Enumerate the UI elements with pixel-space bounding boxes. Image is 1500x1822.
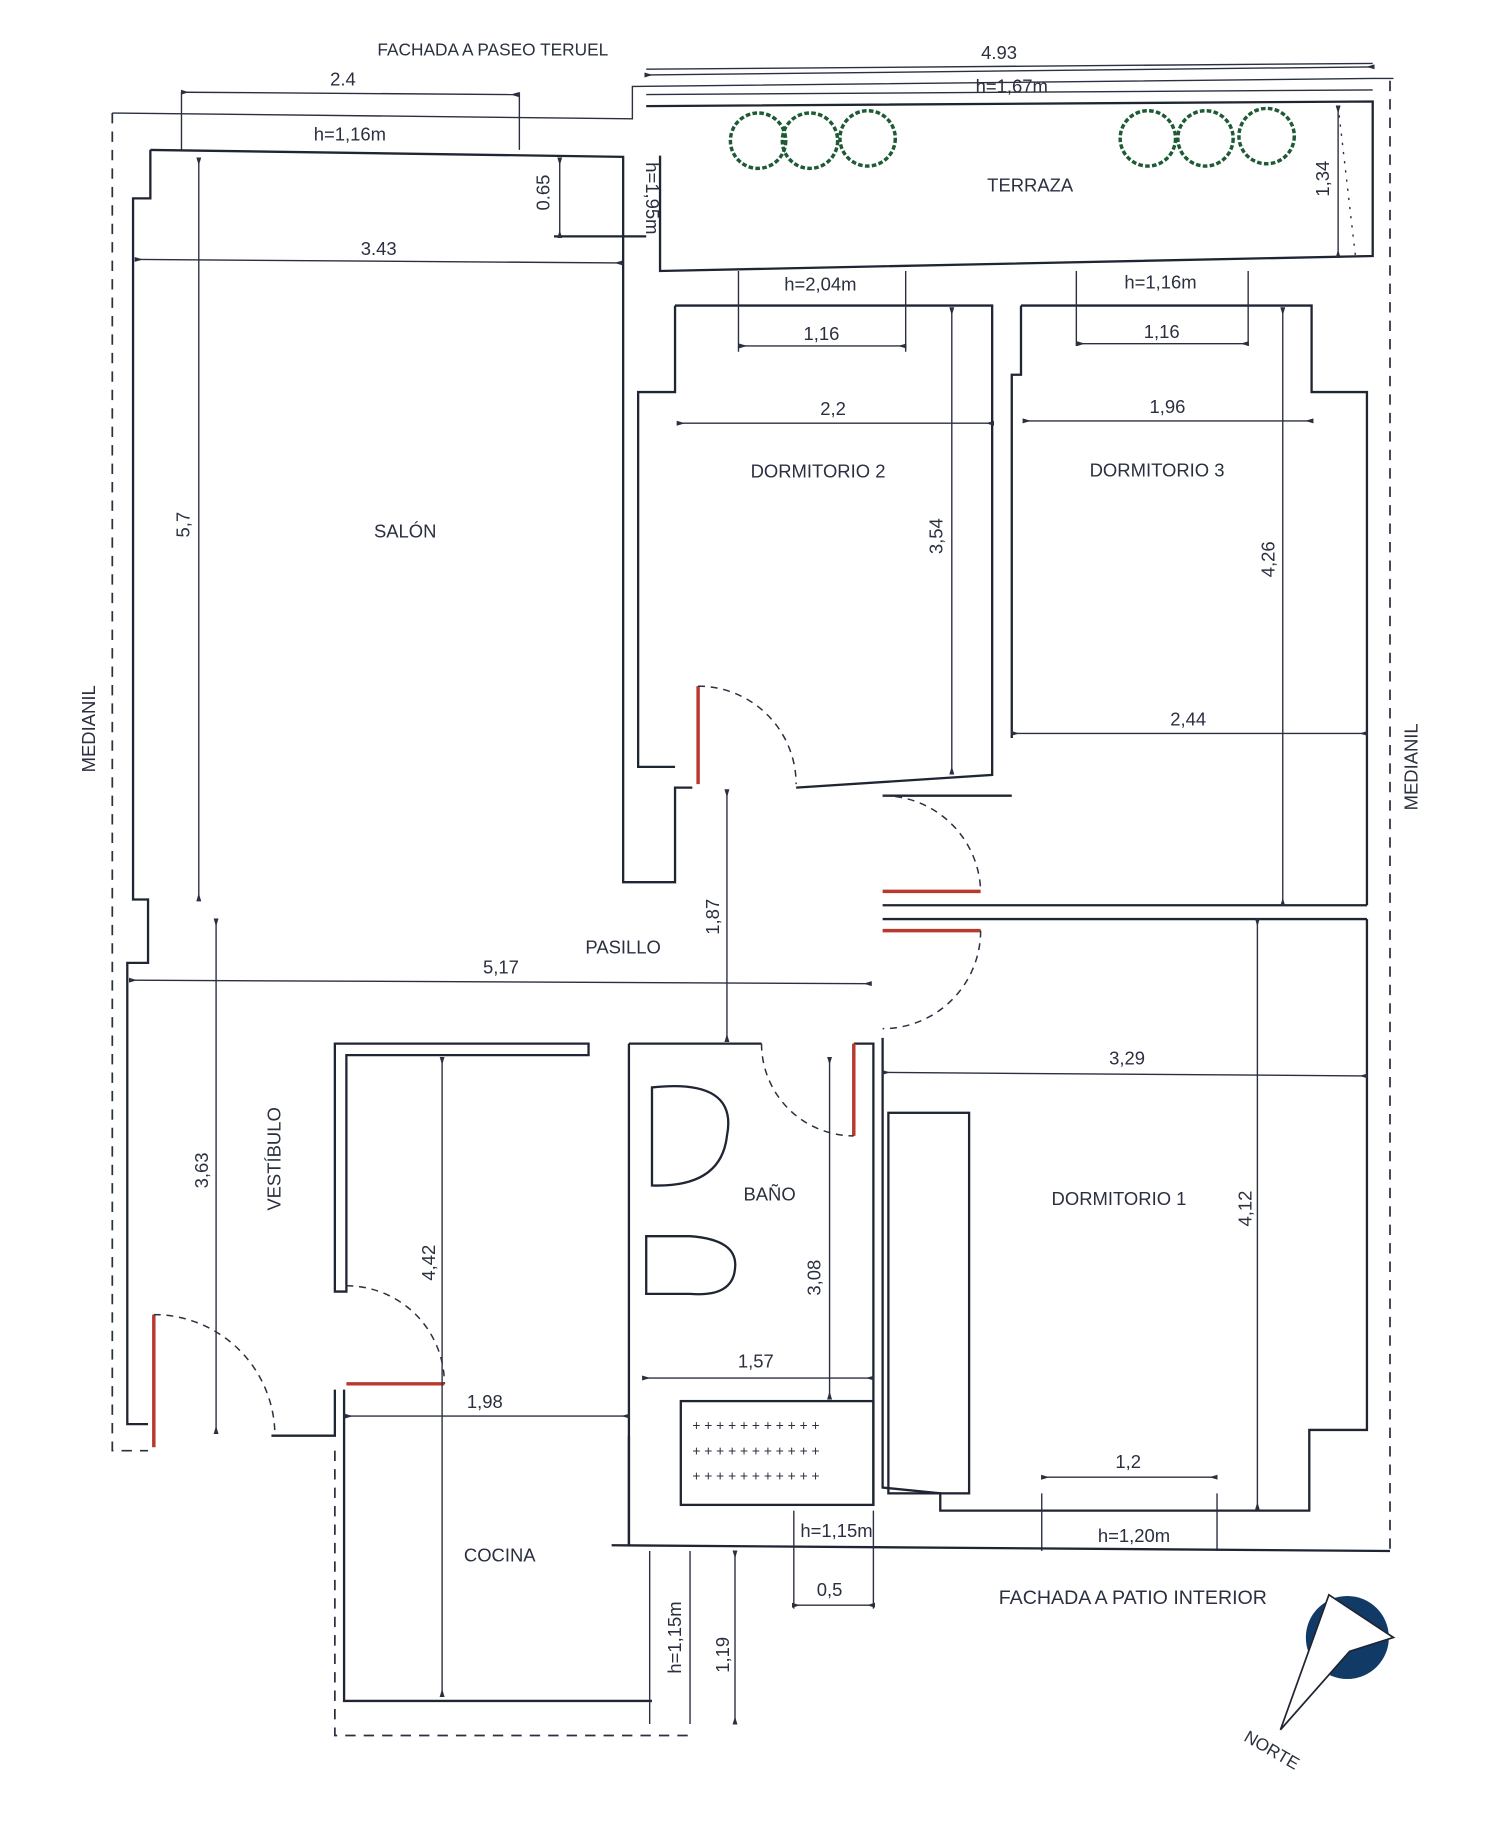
dim-d2-window-w: 1,16 <box>804 323 840 344</box>
svg-text:+ + + + + + + + + + +: + + + + + + + + + + + <box>692 1417 819 1433</box>
dim-salon-length: 5,7 <box>173 512 194 538</box>
dim-salon-width: 3.43 <box>361 238 397 259</box>
dim-terrace-width: 4.93 <box>981 42 1017 63</box>
room-cocina: COCINA <box>464 1544 536 1565</box>
property-boundary <box>111 77 1394 1737</box>
dim-door-h: h=1,95m <box>642 162 663 234</box>
dimension-lines <box>128 64 1375 1725</box>
north-label: NORTE <box>1241 1726 1303 1773</box>
dim-salon-offset: 0.65 <box>532 175 553 211</box>
dim-cocina-width: 1,98 <box>467 1391 503 1412</box>
svg-text:+ + + + + + + + + + +: + + + + + + + + + + + <box>692 1468 819 1484</box>
dimension-labels: 4.93 h=1,67m 1,34 2.4 h=1,16m 0.65 h=1,9… <box>173 42 1333 1674</box>
plants-left <box>728 108 898 171</box>
dim-d3-width-low: 2,44 <box>1170 708 1206 729</box>
doors <box>152 685 982 1448</box>
shower-tray <box>679 1399 875 1507</box>
dim-d2-width: 2,2 <box>820 398 846 419</box>
shower-pattern: + + + + + + + + + + + + + + + + + + + + … <box>692 1417 819 1484</box>
dim-d2-length: 3,54 <box>926 518 947 554</box>
facade-bottom-label: FACHADA A PATIO INTERIOR <box>999 1587 1267 1609</box>
dim-d1-width: 3,29 <box>1109 1047 1145 1068</box>
dim-pasillo-length: 5,17 <box>483 956 519 977</box>
dim-bano-width: 1,57 <box>738 1351 774 1372</box>
dim-d3-width: 1,96 <box>1150 396 1186 417</box>
room-dormitorio-1: DORMITORIO 1 <box>1052 1188 1187 1209</box>
dim-cocina-window-w: 1,19 <box>712 1637 733 1673</box>
facade-top-label: FACHADA A PASEO TERUEL <box>377 39 608 59</box>
dim-vestibulo-length: 3,63 <box>191 1153 212 1189</box>
dim-d1-window-h: h=1,20m <box>1098 1525 1170 1546</box>
dim-d3-window-h: h=1,16m <box>1124 271 1196 292</box>
walls: + + + + + + + + + + + + + + + + + + + + … <box>126 92 1391 1724</box>
svg-text:+ + + + + + + + + + +: + + + + + + + + + + + <box>692 1442 819 1458</box>
party-wall-left-label: MEDIANIL <box>78 685 99 772</box>
plants-right <box>1118 106 1297 168</box>
hatched-partition <box>333 1042 590 1293</box>
dim-cocina-window-h: h=1,15m <box>664 1601 685 1673</box>
dim-terrace-depth: 1,34 <box>1312 161 1333 197</box>
room-dormitorio-2: DORMITORIO 2 <box>751 460 886 481</box>
room-bano: BAÑO <box>743 1183 795 1204</box>
room-salon: SALÓN <box>374 520 437 541</box>
room-pasillo: PASILLO <box>585 937 661 958</box>
party-wall-right-label: MEDIANIL <box>1401 723 1422 810</box>
dim-d2-window-h: h=2,04m <box>784 274 856 295</box>
dim-pasillo-depth: 1,87 <box>702 899 723 935</box>
dim-cocina-length: 4,42 <box>418 1245 439 1281</box>
dim-d3-window-w: 1,16 <box>1144 321 1180 342</box>
dim-d3-length: 4,26 <box>1258 541 1279 577</box>
toilet <box>645 1235 737 1296</box>
dim-terrace-rail-h: h=1,67m <box>976 75 1048 96</box>
dim-salon-window-h: h=1,16m <box>314 124 386 145</box>
dim-salon-window-w: 2.4 <box>330 68 356 89</box>
room-dormitorio-3: DORMITORIO 3 <box>1090 459 1225 480</box>
dim-bano-window-h: h=1,15m <box>800 1520 872 1541</box>
room-terraza: TERRAZA <box>987 174 1074 195</box>
room-vestibulo: VESTÍBULO <box>264 1107 285 1210</box>
dim-bano-window-w: 0,5 <box>817 1579 843 1600</box>
wardrobe <box>887 1111 971 1495</box>
sink <box>650 1085 730 1187</box>
dim-d1-window-w: 1,2 <box>1115 1451 1141 1472</box>
north-arrow-icon: NORTE <box>1241 1593 1396 1774</box>
dim-d1-length: 4,12 <box>1235 1191 1256 1227</box>
dim-bano-length: 3,08 <box>803 1260 824 1296</box>
